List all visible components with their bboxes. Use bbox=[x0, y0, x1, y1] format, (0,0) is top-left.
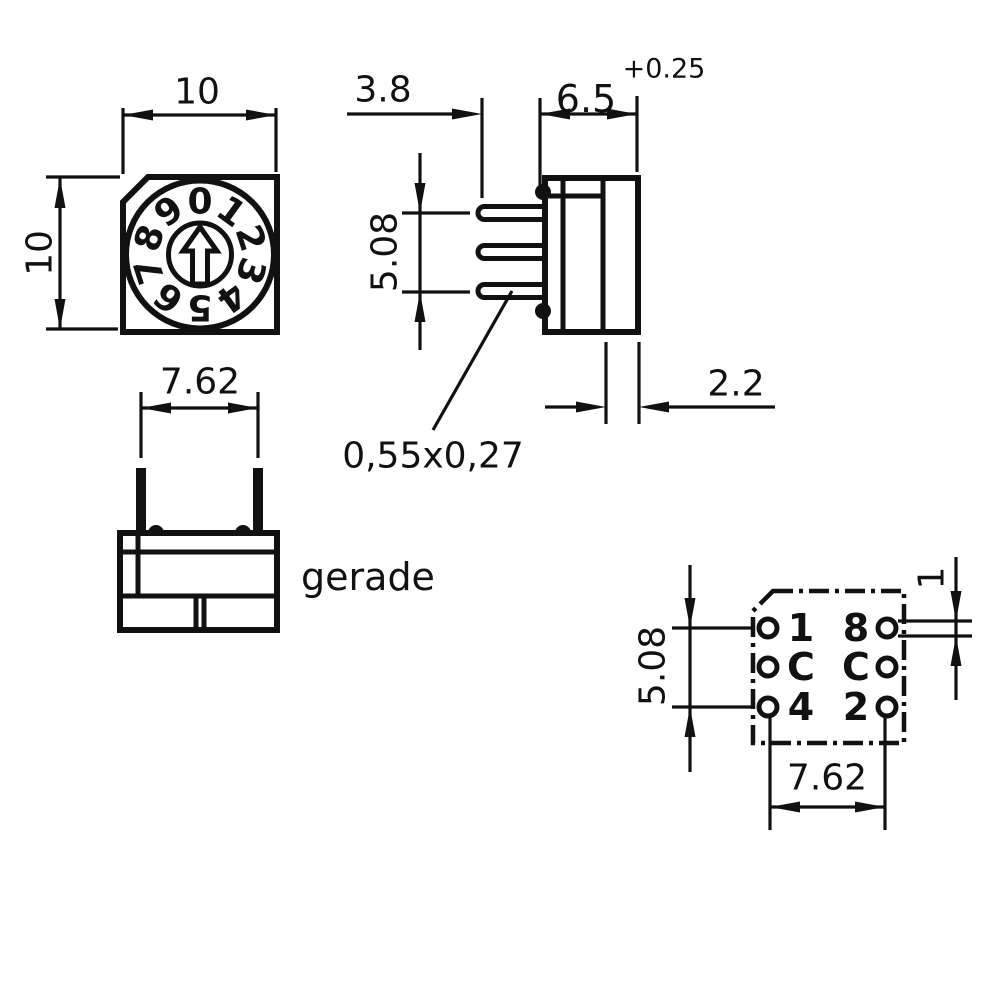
pin-pad bbox=[756, 655, 780, 679]
top-view: 10 10 0 1 2 3 4 5 6 7 8 9 bbox=[20, 72, 280, 335]
dial-digit: 5 bbox=[187, 287, 212, 328]
pin-label: 4 bbox=[788, 685, 814, 729]
side-pin-span-label: 5.08 bbox=[365, 212, 406, 292]
front-pin-foot bbox=[148, 525, 164, 533]
pinout-column-span-dimension: 7.62 bbox=[768, 716, 887, 830]
pin-cross-section-label: 0,55x0,27 bbox=[342, 436, 524, 477]
side-pin-length-label: 3.8 bbox=[354, 70, 411, 111]
pin-pad bbox=[756, 616, 780, 640]
pinout-row-span-dimension: 5.08 bbox=[633, 565, 752, 772]
pin-pad bbox=[875, 616, 899, 640]
pin-label: 1 bbox=[788, 606, 814, 650]
front-pin bbox=[136, 468, 146, 533]
side-pin-length-dimension: 3.8 bbox=[347, 70, 484, 198]
front-view-caption: gerade bbox=[301, 555, 435, 599]
pin bbox=[475, 243, 555, 261]
side-pin-span-dimension: 5.08 bbox=[365, 153, 470, 350]
pin bbox=[475, 282, 555, 300]
side-depth-tolerance-label: +0.25 bbox=[623, 54, 706, 85]
side-view: 3.8 6.5 +0.25 5.08 bbox=[342, 54, 775, 477]
pinout-offset-dimension: 1 bbox=[898, 557, 972, 700]
top-width-label: 10 bbox=[174, 72, 220, 113]
front-pin-spacing-label: 7.62 bbox=[160, 362, 240, 403]
pin-pad bbox=[875, 655, 899, 679]
side-depth-dimension: 6.5 +0.25 bbox=[538, 54, 706, 198]
side-view-pins bbox=[475, 204, 555, 300]
pin-pad bbox=[756, 695, 780, 719]
top-height-label: 10 bbox=[20, 230, 61, 276]
pinout-row-span-label: 5.08 bbox=[633, 626, 674, 706]
front-pin bbox=[253, 468, 263, 533]
side-body-outline bbox=[542, 175, 641, 335]
top-view-height-dimension: 10 bbox=[20, 175, 120, 331]
pin-label: 2 bbox=[843, 685, 869, 729]
pin-label: 8 bbox=[843, 606, 869, 650]
side-body-stud bbox=[535, 303, 551, 319]
side-depth-label: 6.5 bbox=[556, 77, 616, 121]
front-view: 7.62 gerade bbox=[117, 362, 435, 633]
side-shaft-label: 2.2 bbox=[707, 364, 764, 405]
pinout-view: 1 C 4 8 C 2 5.08 7.62 bbox=[633, 557, 972, 830]
pinout-offset-label: 1 bbox=[912, 567, 953, 590]
pinout-outline bbox=[750, 588, 907, 746]
pin-cross-section-callout: 0,55x0,27 bbox=[342, 290, 524, 477]
side-shaft-dimension: 2.2 bbox=[545, 342, 775, 424]
pin-label: C bbox=[787, 645, 815, 689]
dial-ring bbox=[123, 177, 277, 332]
rotor-arrow-icon bbox=[178, 222, 222, 287]
dial-digit: 0 bbox=[187, 182, 212, 223]
side-body-stud bbox=[535, 184, 551, 200]
pinout-labels: 1 C 4 8 C 2 bbox=[787, 606, 870, 729]
pin bbox=[475, 204, 555, 222]
pin-pad bbox=[875, 695, 899, 719]
pin-label: C bbox=[842, 645, 870, 689]
front-pin-spacing-dimension: 7.62 bbox=[139, 362, 260, 458]
top-view-width-dimension: 10 bbox=[121, 72, 278, 174]
pinout-pads bbox=[756, 616, 899, 719]
front-pin-foot bbox=[235, 525, 251, 533]
pinout-column-span-label: 7.62 bbox=[787, 758, 867, 799]
